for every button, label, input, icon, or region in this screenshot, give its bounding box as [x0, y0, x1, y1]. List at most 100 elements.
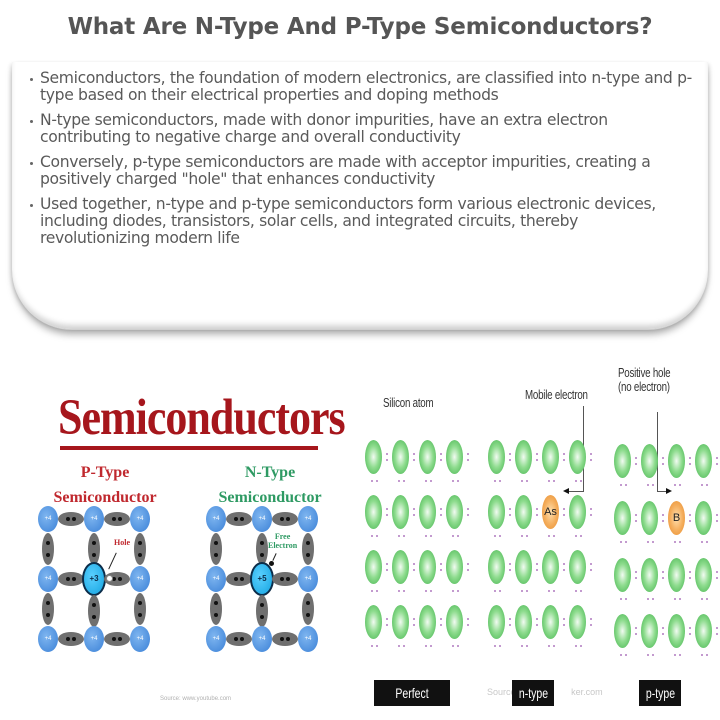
electron-dot-icon	[521, 480, 523, 482]
electron-dot-icon	[635, 514, 637, 516]
silicon-atom-icon: +4	[84, 626, 104, 652]
electron-dot-icon	[575, 645, 577, 647]
silicon-atom-icon	[365, 440, 382, 474]
electron-dot-icon	[647, 598, 649, 600]
p-type-label: P-Type Semiconductor	[40, 460, 170, 510]
covalent-bond-icon	[302, 593, 314, 625]
illustration-title: Semiconductors	[58, 389, 346, 446]
covalent-bond-icon	[42, 593, 54, 625]
electron-dot-icon	[386, 618, 388, 620]
electron-dot-icon	[509, 624, 511, 626]
silicon-atom-icon	[515, 495, 532, 529]
electron-dot-icon	[386, 459, 388, 461]
electron-dot-icon	[467, 453, 469, 455]
electron-dot-icon	[706, 598, 708, 600]
electron-dot-icon	[647, 541, 649, 543]
silicon-atom-icon	[614, 444, 631, 478]
electron-dot-icon	[509, 618, 511, 620]
silicon-atom-icon: +4	[130, 506, 150, 532]
covalent-bond-icon	[42, 533, 54, 565]
electron-dot-icon	[620, 484, 622, 486]
electron-dot-icon	[521, 535, 523, 537]
electron-dot-icon	[386, 569, 388, 571]
positive-hole-label-line2: (no electron)	[618, 379, 670, 394]
covalent-bond-icon	[104, 512, 130, 526]
electron-dot-icon	[689, 520, 691, 522]
electron-dot-icon	[509, 508, 511, 510]
electron-dot-icon	[536, 453, 538, 455]
image-source-credit: Source: ker.com	[487, 687, 603, 697]
electron-dot-icon	[620, 598, 622, 600]
electron-dot-icon	[716, 577, 718, 579]
electron-dot-icon	[706, 654, 708, 656]
perfect-crystal-caption-text: Perfect crystal	[395, 685, 429, 720]
electron-dot-icon	[413, 624, 415, 626]
silicon-atom-icon: +4	[252, 506, 272, 532]
electron-dot-icon	[674, 541, 676, 543]
page-title: What Are N-Type And P-Type Semiconductor…	[67, 14, 653, 40]
arsenic-atom-icon: As	[542, 495, 559, 529]
electron-dot-icon	[679, 654, 681, 656]
silicon-atom-icon	[419, 440, 436, 474]
silicon-atom-icon	[365, 605, 382, 639]
electron-dot-icon	[509, 569, 511, 571]
electron-dot-icon	[452, 645, 454, 647]
silicon-atom-icon	[515, 605, 532, 639]
electron-dot-icon	[635, 457, 637, 459]
covalent-bond-icon	[104, 632, 130, 646]
silicon-atom-icon: +4	[38, 626, 58, 652]
electron-dot-icon	[652, 598, 654, 600]
electron-dot-icon	[509, 514, 511, 516]
silicon-atom-icon: +4	[206, 626, 226, 652]
electron-dot-icon	[689, 463, 691, 465]
arrow-right-icon	[666, 488, 672, 494]
electron-dot-icon	[536, 563, 538, 565]
electron-dot-icon	[689, 571, 691, 573]
electron-dot-icon	[457, 590, 459, 592]
electron-dot-icon	[376, 480, 378, 482]
electron-dot-icon	[701, 541, 703, 543]
electron-dot-icon	[499, 590, 501, 592]
electron-dot-icon	[652, 484, 654, 486]
electron-dot-icon	[553, 645, 555, 647]
silicon-atom-icon: +4	[38, 506, 58, 532]
covalent-bond-icon	[256, 533, 268, 565]
arrow-left-icon	[563, 488, 569, 494]
silicon-atom-icon: +4	[130, 566, 150, 592]
electron-dot-icon	[689, 577, 691, 579]
silicon-atom-icon	[614, 501, 631, 535]
electron-dot-icon	[679, 484, 681, 486]
electron-dot-icon	[536, 514, 538, 516]
electron-dot-icon	[452, 590, 454, 592]
silicon-atom-icon: +4	[38, 566, 58, 592]
electron-dot-icon	[674, 484, 676, 486]
silicon-atom-icon	[392, 550, 409, 584]
silicon-atom-icon	[365, 550, 382, 584]
electron-dot-icon	[563, 514, 565, 516]
electron-dot-icon	[701, 598, 703, 600]
electron-dot-icon	[716, 571, 718, 573]
electron-dot-icon	[425, 645, 427, 647]
silicon-atom-icon: +4	[298, 626, 318, 652]
electron-dot-icon	[467, 563, 469, 565]
phosphorus-dopant-atom-icon: +5	[250, 562, 274, 596]
electron-dot-icon	[701, 654, 703, 656]
silicon-atom-icon	[446, 550, 463, 584]
summary-card: Semiconductors, the foundation of modern…	[12, 62, 708, 330]
silicon-atom-icon	[419, 495, 436, 529]
electron-dot-icon	[625, 484, 627, 486]
covalent-bond-icon	[272, 632, 298, 646]
electron-dot-icon	[635, 627, 637, 629]
electron-dot-icon	[440, 508, 442, 510]
electron-dot-icon	[553, 535, 555, 537]
electron-dot-icon	[494, 535, 496, 537]
summary-bullet: Used together, n-type and p-type semicon…	[30, 196, 692, 247]
electron-dot-icon	[662, 577, 664, 579]
electron-dot-icon	[679, 598, 681, 600]
electron-dot-icon	[563, 563, 565, 565]
silicon-atom-icon: +4	[206, 506, 226, 532]
electron-dot-icon	[521, 645, 523, 647]
electron-dot-icon	[386, 624, 388, 626]
silicon-atom-icon	[515, 440, 532, 474]
silicon-atom-icon	[569, 550, 586, 584]
